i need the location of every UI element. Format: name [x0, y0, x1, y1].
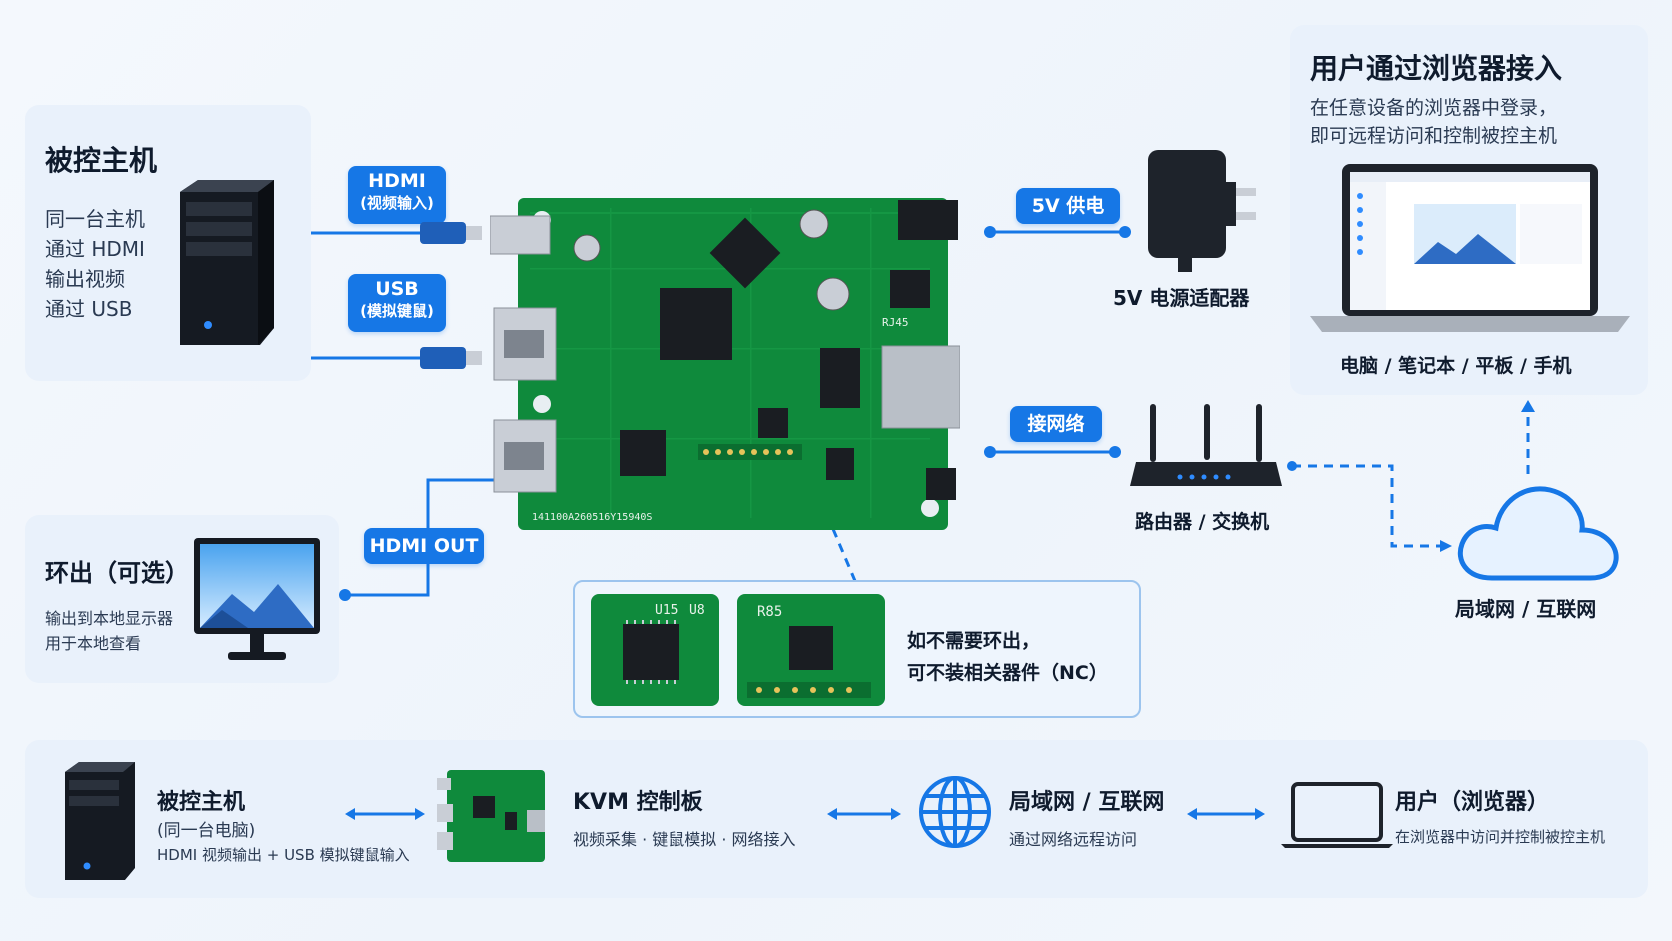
loop-out-title: 环出（可选） [45, 559, 189, 587]
flow-arrow-3 [1187, 806, 1265, 822]
monitor-icon [192, 536, 322, 666]
nc-note-line-2: 可不装相关器件（NC） [907, 662, 1108, 684]
loop-out-line-1: 输出到本地显示器 [45, 609, 174, 628]
flow-user-desc: 在浏览器中访问并控制被控主机 [1395, 828, 1606, 846]
host-line-2: 通过 HDMI [45, 237, 145, 261]
flow-host-sub: (同一台电脑) [157, 821, 256, 841]
flow-host-title: 被控主机 [157, 790, 246, 815]
router-icon [1130, 404, 1282, 496]
power-adapter-label: 5V 电源适配器 [1113, 286, 1250, 310]
board-silkscreen: 141100A260516Y15940S [532, 512, 652, 523]
hdmi-cable-plug-icon [420, 220, 482, 246]
host-line-1: 同一台主机 [45, 207, 145, 231]
hdmi-in-title: HDMI [368, 170, 426, 192]
flow-kvm-desc: 视频采集 · 键鼠模拟 · 网络接入 [573, 830, 796, 849]
usb-cable-plug-icon [420, 345, 482, 371]
power-label: 5V 供电 [1016, 188, 1120, 224]
chip-u8-image: U15 U8 [591, 594, 719, 706]
user-card-title: 用户通过浏览器接入 [1310, 52, 1563, 85]
host-card-title: 被控主机 [45, 144, 158, 177]
hdmi-in-sub: (视频输入) [360, 194, 434, 212]
tower-pc-icon [180, 180, 274, 345]
host-line-4: 通过 USB [45, 297, 133, 321]
user-card-line-2: 即可远程访问和控制被控主机 [1310, 125, 1558, 147]
router-label: 路由器 / 交换机 [1135, 511, 1270, 533]
flow-net-title: 局域网 / 互联网 [1009, 790, 1165, 815]
flow-host-desc: HDMI 视频输出 + USB 模拟键鼠输入 [157, 846, 410, 864]
flow-arrow-2 [827, 806, 901, 822]
usb-title: USB [375, 278, 419, 300]
globe-icon [917, 774, 993, 850]
user-card-line-1: 在任意设备的浏览器中登录， [1310, 97, 1558, 119]
devices-label: 电脑 / 笔记本 / 平板 / 手机 [1340, 355, 1572, 377]
flow-net-desc: 通过网络远程访问 [1009, 830, 1138, 849]
chip-u15-label: U15 [655, 603, 678, 618]
host-line-3: 输出视频 [45, 267, 125, 291]
chip-r85-image: R85 [737, 594, 885, 706]
hdmi-out-label: HDMI OUT [364, 528, 484, 564]
flow-arrow-1 [345, 806, 425, 822]
cloud-label: 局域网 / 互联网 [1455, 597, 1597, 621]
power-adapter-icon [1144, 150, 1256, 274]
board-rj45-label: RJ45 [882, 316, 909, 329]
nc-note-line-1: 如不需要环出， [907, 630, 1041, 652]
cloud-icon [1452, 478, 1622, 586]
flow-bar: 被控主机 (同一台电脑) HDMI 视频输出 + USB 模拟键鼠输入 KVM … [25, 740, 1648, 898]
kvm-board-image: 141100A260516Y15940S RJ45 [490, 198, 960, 530]
flow-user-title: 用户（浏览器） [1395, 790, 1550, 815]
loop-out-line-2: 用于本地查看 [45, 634, 142, 653]
flow-kvm-title: KVM 控制板 [573, 790, 703, 815]
flow-host-icon [65, 762, 135, 880]
chip-u8-label: U8 [689, 603, 705, 618]
flow-laptop-icon [1279, 782, 1395, 850]
chip-r85-label: R85 [757, 604, 782, 620]
usb-sub: (模拟键鼠) [360, 302, 434, 320]
network-label: 接网络 [1010, 406, 1102, 442]
laptop-screenshot-icon [1310, 164, 1630, 334]
nc-note-box: U15 U8 R85 如不需要环出， 可不装相关器件（NC） [573, 580, 1141, 718]
flow-kvm-board-icon [437, 770, 545, 862]
hdmi-in-label: HDMI (视频输入) [348, 166, 446, 224]
usb-label: USB (模拟键鼠) [348, 274, 446, 332]
